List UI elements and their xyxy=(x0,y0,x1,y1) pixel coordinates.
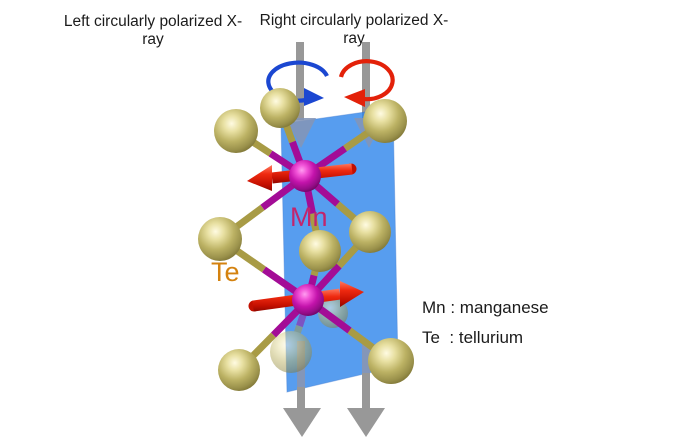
lower-spin-arrowhead-icon xyxy=(340,281,364,307)
right-xray-caption: Right circularly polarized X-ray xyxy=(259,12,449,47)
mn-atom-lower xyxy=(292,284,324,316)
te-atom-bottom-left xyxy=(218,349,260,391)
te-atom-mid-center xyxy=(299,230,341,272)
xray-beams-bottom xyxy=(283,373,385,437)
left-beam-exit-bar xyxy=(297,387,305,409)
legend-mn: Mn : manganese xyxy=(422,298,549,317)
left-xray-beam-bar xyxy=(296,42,304,120)
left-circular-arrowhead-icon xyxy=(304,88,324,106)
left-beam-exit-arrowhead-icon xyxy=(283,408,321,437)
polarization-arrows xyxy=(266,59,395,107)
right-beam-through-plane xyxy=(362,341,370,374)
te-atom-top-center xyxy=(260,88,300,128)
right-beam-exit-arrowhead-icon xyxy=(347,408,385,437)
te-atom-hidden xyxy=(270,331,312,373)
spin-arrow-heads xyxy=(247,165,364,307)
left-beam-entry-arrowhead-icon xyxy=(286,118,316,148)
te-atom-mid-right xyxy=(349,211,391,253)
mn-atom-upper xyxy=(289,160,321,192)
atoms xyxy=(198,88,414,391)
upper-spin-arrowhead-icon xyxy=(247,165,272,191)
te-atom-top-right xyxy=(363,99,407,143)
xray-beams-top xyxy=(296,42,370,120)
right-beam-exit-bar xyxy=(362,373,370,409)
legend-te: Te : tellurium xyxy=(422,328,524,347)
right-xray-beam-bar xyxy=(362,42,370,120)
right-circular-arrowhead-icon xyxy=(344,89,365,107)
te-atom-bottom-right xyxy=(368,338,414,384)
hidden-te-atoms xyxy=(270,298,348,373)
te-atom-mid-left xyxy=(198,217,242,261)
left-xray-caption: Left circularly polarized X-ray xyxy=(63,13,243,48)
right-circular-polarization-arrow xyxy=(338,59,395,102)
te-atom-top-left xyxy=(214,109,258,153)
te-atom-label: Te xyxy=(211,257,240,287)
mn-atom-label: Mn xyxy=(290,202,328,232)
